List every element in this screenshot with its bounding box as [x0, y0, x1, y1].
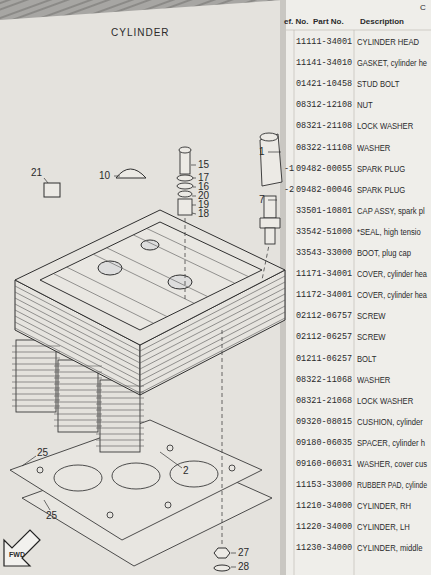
part-number: 08321-21068 — [296, 397, 352, 406]
part-number: 11111-34001 — [296, 38, 352, 47]
part-number: 09320-08015 — [296, 418, 352, 427]
callout-number: 25 — [46, 511, 57, 521]
part-description: COVER, cylinder hea — [357, 291, 427, 300]
part-number: 11230-34000 — [296, 544, 352, 553]
part-description: CUSHION, cylinder — [357, 418, 423, 427]
part-description: SPARK PLUG — [357, 165, 405, 174]
part-description: BOLT — [357, 355, 376, 364]
part-number: 33501-10801 — [296, 207, 352, 216]
callout-number: 18 — [198, 209, 209, 219]
part-description: WASHER — [357, 144, 390, 153]
callout-number: 21 — [31, 168, 42, 178]
callout-number: 25 — [37, 448, 48, 458]
callout-number: 2 — [183, 466, 189, 476]
page-title: CYLINDER — [111, 28, 170, 38]
part-number: 11172-34001 — [296, 291, 352, 300]
part-description: GASKET, cylinder he — [357, 59, 427, 68]
callout-number: 15 — [198, 160, 209, 170]
part-description: *SEAL, high tensio — [357, 228, 421, 237]
column-header: ef. No. — [284, 18, 308, 26]
part-description: CYLINDER, middle — [357, 544, 422, 553]
part-description: CYLINDER, RH — [357, 502, 411, 511]
part-number: 09482-00055 — [296, 165, 352, 174]
part-number: 02112-06757 — [296, 312, 352, 321]
part-number: 01211-06257 — [296, 355, 352, 364]
column-header: Part No. — [313, 18, 344, 26]
part-description: CYLINDER HEAD — [357, 38, 419, 47]
direction-arrow-label: FWD — [9, 551, 25, 558]
part-number: 09180-06035 — [296, 439, 352, 448]
part-number: 08312-12108 — [296, 101, 352, 110]
part-number: 33543-33000 — [296, 249, 352, 258]
part-description: WASHER — [357, 376, 390, 385]
part-description: COVER, cylinder hea — [357, 270, 427, 279]
part-description: NUT — [357, 101, 373, 110]
part-number: 02112-06257 — [296, 333, 352, 342]
ref-number: -2 — [284, 186, 294, 195]
part-number: 11141-34010 — [296, 59, 352, 68]
part-number: 08322-11108 — [296, 144, 352, 153]
part-description: CAP ASSY, spark pl — [357, 207, 425, 216]
part-number: 09482-00046 — [296, 186, 352, 195]
part-description: SCREW — [357, 333, 385, 342]
part-description: LOCK WASHER — [357, 122, 413, 131]
column-header: Description — [360, 18, 404, 26]
part-number: 09160-06031 — [296, 460, 352, 469]
part-description: WASHER, cover cus — [357, 460, 427, 469]
part-description: LOCK WASHER — [357, 397, 413, 406]
part-number: 11210-34000 — [296, 502, 352, 511]
part-number: 11220-34000 — [296, 523, 352, 532]
ref-number: -1 — [284, 165, 294, 174]
part-number: 01421-10458 — [296, 80, 352, 89]
page-letter: C — [420, 4, 426, 12]
part-description: SCREW — [357, 312, 385, 321]
part-description: CYLINDER, LH — [357, 523, 410, 532]
part-description: RUBBER PAD, cylinde — [357, 481, 427, 490]
callout-number: 7 — [259, 195, 265, 205]
callout-number: 27 — [238, 548, 249, 558]
part-number: 11171-34001 — [296, 270, 352, 279]
part-number: 08321-21108 — [296, 122, 352, 131]
callout-number: 28 — [238, 562, 249, 572]
part-number: 33542-51000 — [296, 228, 352, 237]
callout-number: 10 — [99, 171, 110, 181]
part-description: SPACER, cylinder h — [357, 439, 425, 448]
callout-number: 1 — [259, 147, 265, 157]
part-description: SPARK PLUG — [357, 186, 405, 195]
part-description: BOOT, plug cap — [357, 249, 411, 258]
part-number: 08322-11068 — [296, 376, 352, 385]
part-description: STUD BOLT — [357, 80, 399, 89]
part-number: 11153-33000 — [296, 481, 352, 490]
